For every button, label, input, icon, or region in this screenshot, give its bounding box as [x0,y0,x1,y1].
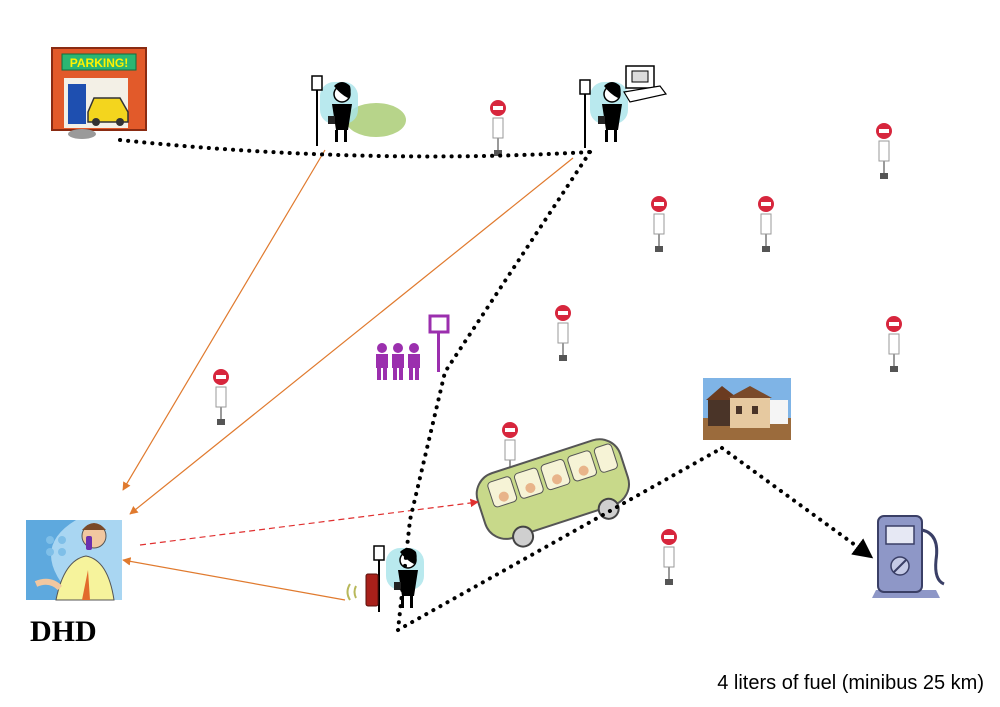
house-icon [703,378,791,440]
call-line-from-commuter-2 [129,157,574,515]
waiting-passengers-icon [376,314,450,380]
call-line-from-commuter-1 [122,149,326,491]
dispatcher-icon [26,520,122,601]
dhd-label: DHD [30,615,97,648]
route-to-fuel-pump [720,446,868,555]
parking-sign-text: PARKING! [70,56,128,70]
fuel-pump-icon [872,515,945,598]
route-arrowhead [851,538,874,559]
minibus-route [118,138,724,632]
fuel-caption: 4 liters of fuel (minibus 25 km) [717,672,984,694]
commuter-with-computer-icon [579,65,668,148]
minibus-icon [475,438,630,548]
commuter-with-phone-icon [311,75,406,146]
commuter-with-mobile-icon [346,545,425,612]
dispatch-line-to-minibus [139,498,479,546]
call-line-from-commuter-3 [122,557,346,601]
parking-garage-icon: PARKING! [51,47,147,139]
